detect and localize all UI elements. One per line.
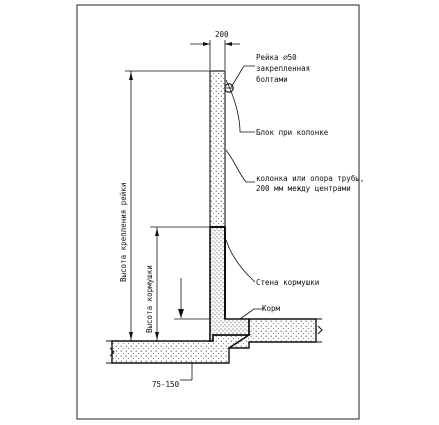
feed-label: Корм: [262, 304, 281, 313]
rail-height-label: Высота крепления рейки: [119, 183, 128, 282]
column-label-line2: 200 мм между центрами: [256, 184, 351, 193]
trough-wall-label: Стена кормушки: [256, 278, 319, 287]
trough-height-arrow-top: [155, 228, 159, 236]
floor-slab: [111, 334, 252, 364]
column-post: [209, 70, 226, 228]
rail-label-line3: болтами: [256, 75, 288, 84]
dim-200-label: 200: [215, 30, 229, 39]
dim-arrow-left: [203, 42, 210, 46]
block-leader: [225, 79, 255, 133]
dim-arrow-right: [225, 42, 232, 46]
trough-height-arrow-bottom: [155, 332, 159, 340]
trough-height-label: Высота кормушки: [145, 265, 154, 333]
rail-height-arrow-bottom: [129, 332, 133, 340]
column-label-line1: колонка или опора трубы,: [256, 174, 364, 183]
feed-level-arrow-head: [178, 309, 184, 318]
trough-wall-leader: [225, 239, 256, 283]
rail-height-arrow-top: [129, 72, 133, 80]
rail-label-line2: закрепленная: [256, 64, 310, 73]
trough-wall: [209, 226, 250, 342]
column-leader: [225, 149, 255, 183]
rail-leader: [230, 65, 255, 88]
slab-thickness-label: 75-150: [152, 380, 180, 389]
rail-label-line1: Рейка ⌀50: [256, 53, 297, 62]
trough-break-symbol: [317, 325, 323, 335]
slab-break-symbol: [109, 347, 115, 357]
block-label: Блок при колонке: [256, 128, 329, 137]
drawing-frame: [76, 4, 360, 420]
feed-leader: [239, 308, 264, 320]
